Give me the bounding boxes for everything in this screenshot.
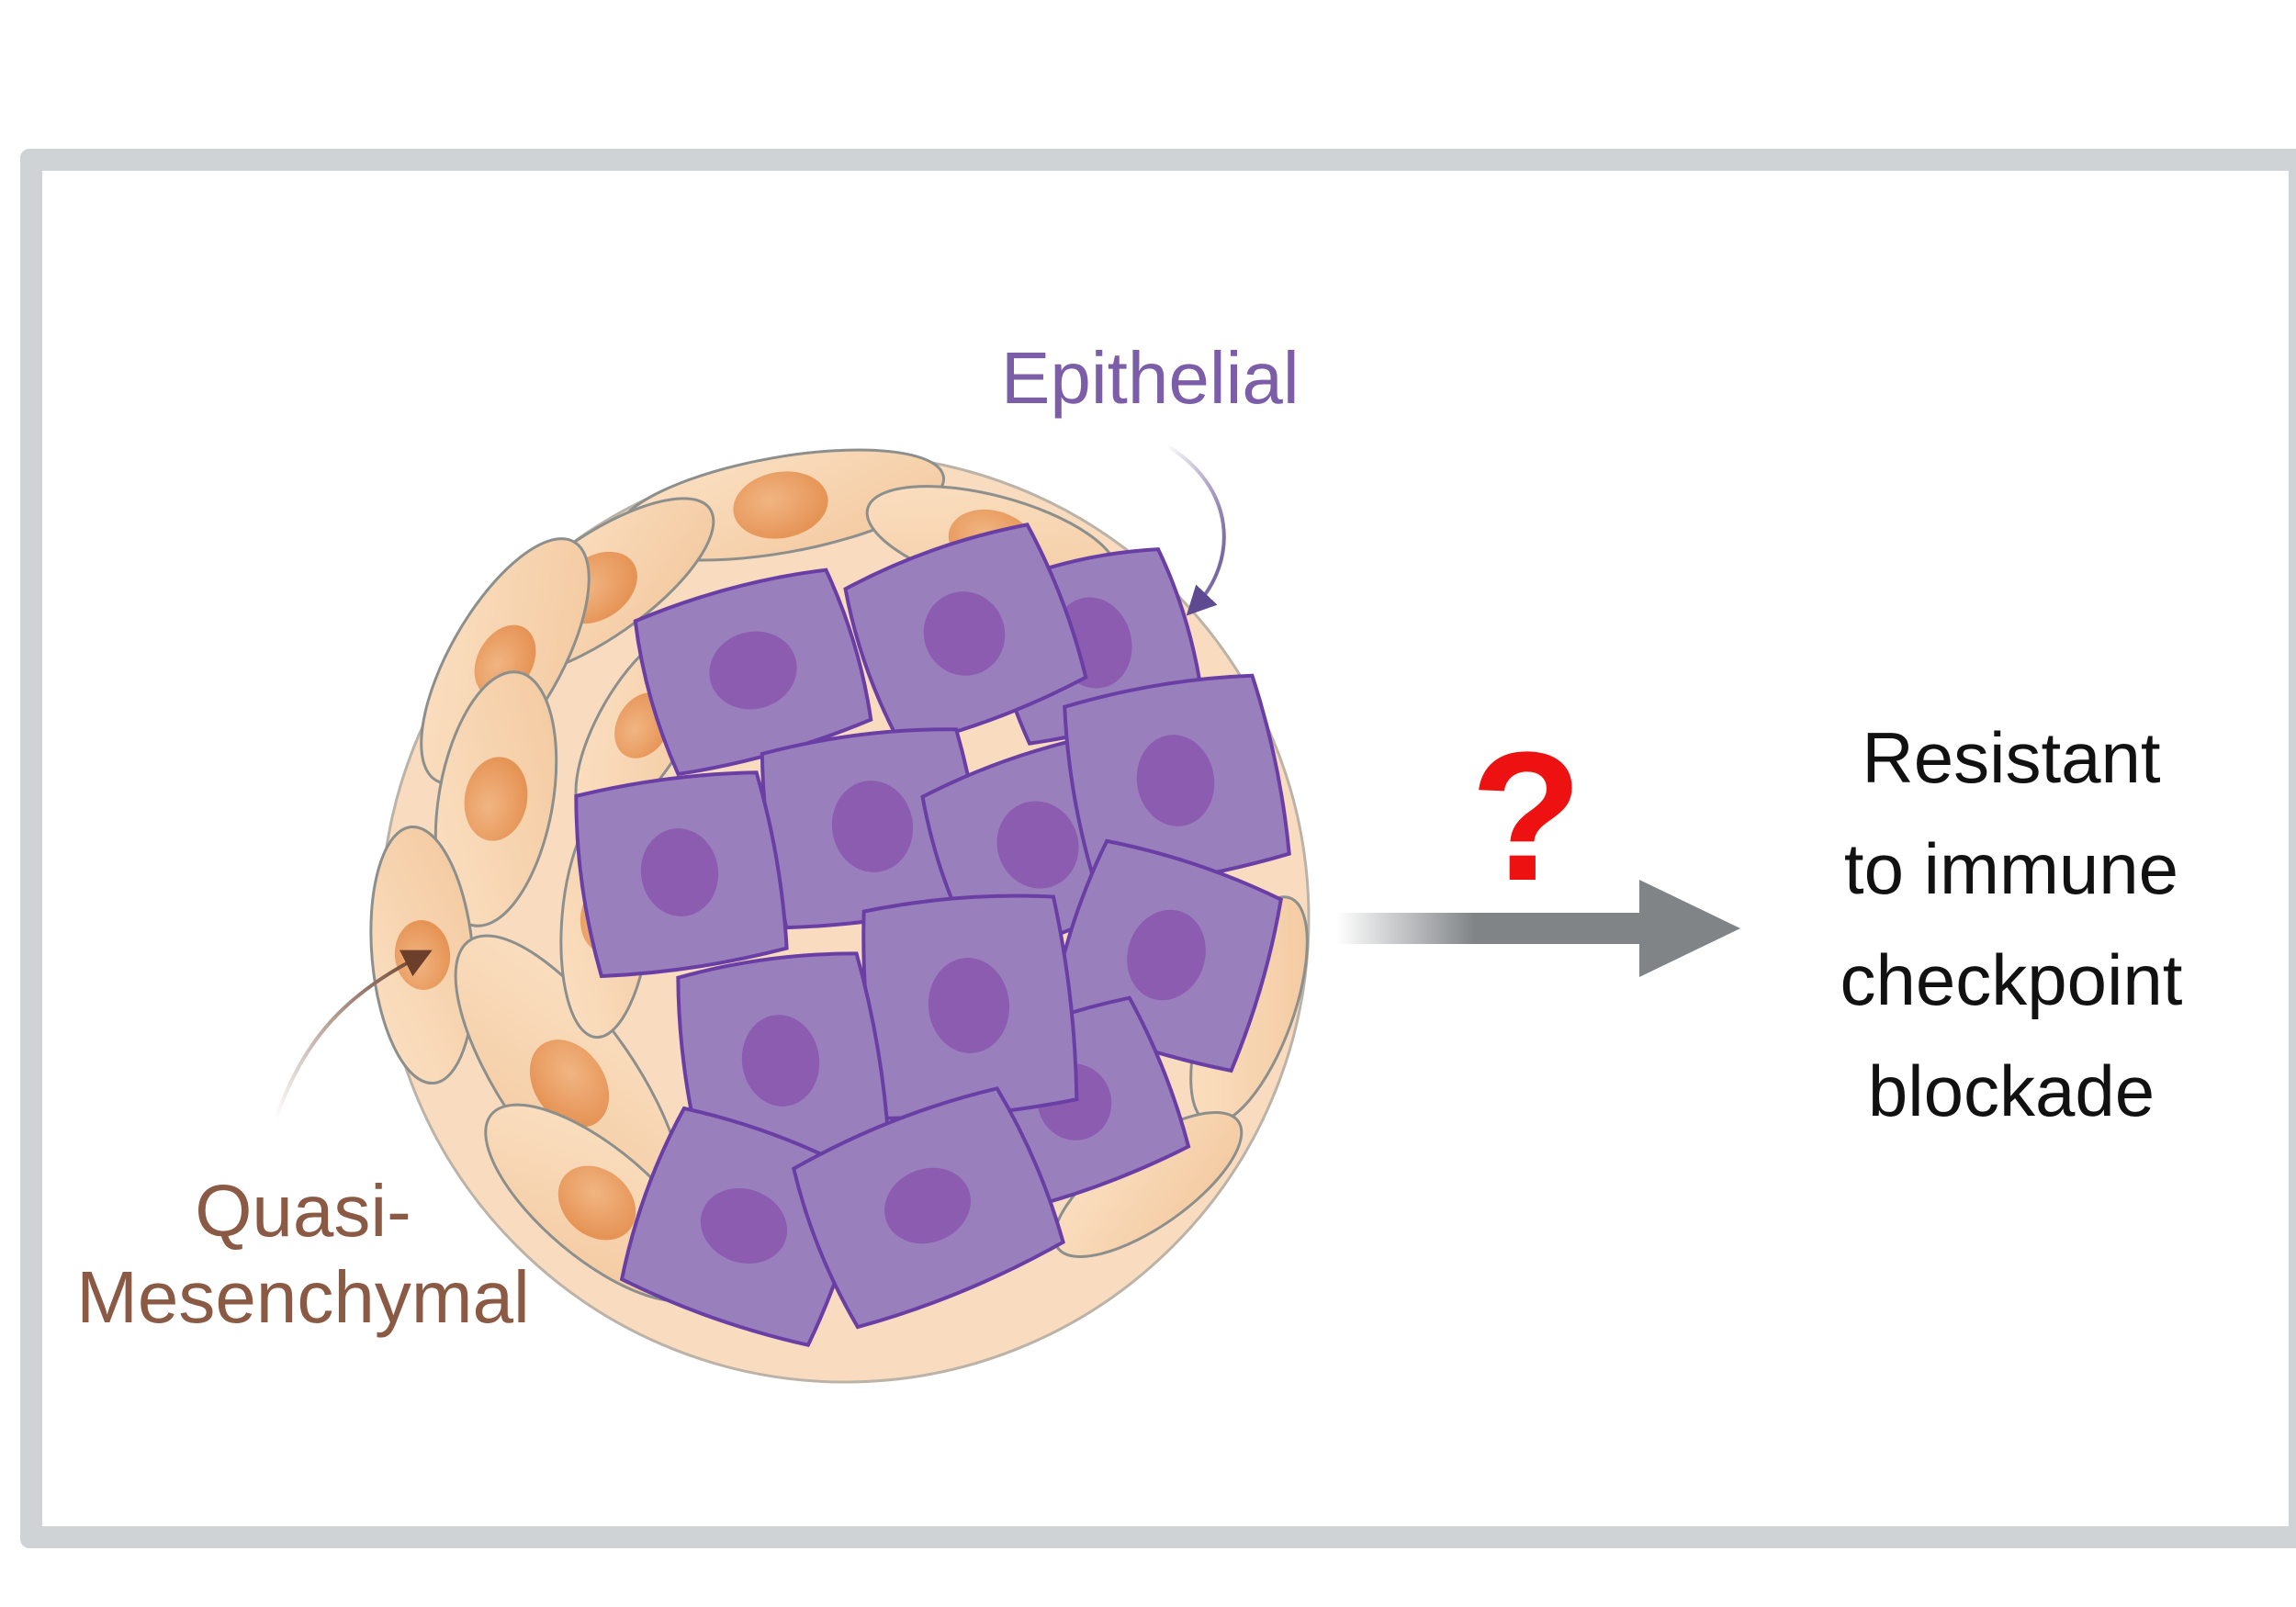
mesenchymal-pointer-arrow	[274, 950, 433, 1121]
mesenchymal-cells	[369, 448, 1309, 1303]
arrow-head	[1639, 880, 1740, 977]
outcome-line3: checkpoint	[1840, 938, 2183, 1020]
epithelial-cell	[861, 893, 1079, 1120]
epithelial-cells	[574, 523, 1291, 1348]
epithelial-cell	[633, 568, 873, 777]
quasi-mesenchymal-label: Quasi- Mesenchymal	[64, 1168, 542, 1342]
epithelial-cell	[791, 1086, 1065, 1330]
outcome-label: Resistant to immune checkpoint blockade	[1773, 702, 2250, 1147]
epithelial-pointer-arrow	[1165, 444, 1226, 616]
arrow-shaft	[1336, 913, 1644, 944]
quasi-label-line2: Mesenchymal	[76, 1256, 530, 1339]
question-mark: ?	[1470, 714, 1582, 919]
outcome-line2: to immune	[1843, 827, 2179, 909]
epithelial-cell	[574, 770, 789, 979]
quasi-label-line1: Quasi-	[195, 1170, 411, 1252]
epithelial-cell	[1063, 673, 1291, 892]
epithelial-label: Epithelial	[1001, 337, 1300, 419]
epithelial-cell	[843, 523, 1088, 748]
tumor-spheroid	[369, 448, 1311, 1384]
mesenchymal-cell	[433, 670, 558, 927]
outcome-line4: blockade	[1867, 1050, 2155, 1131]
outcome-line1: Resistant	[1862, 717, 2161, 798]
outcome-arrow	[1336, 880, 1740, 977]
